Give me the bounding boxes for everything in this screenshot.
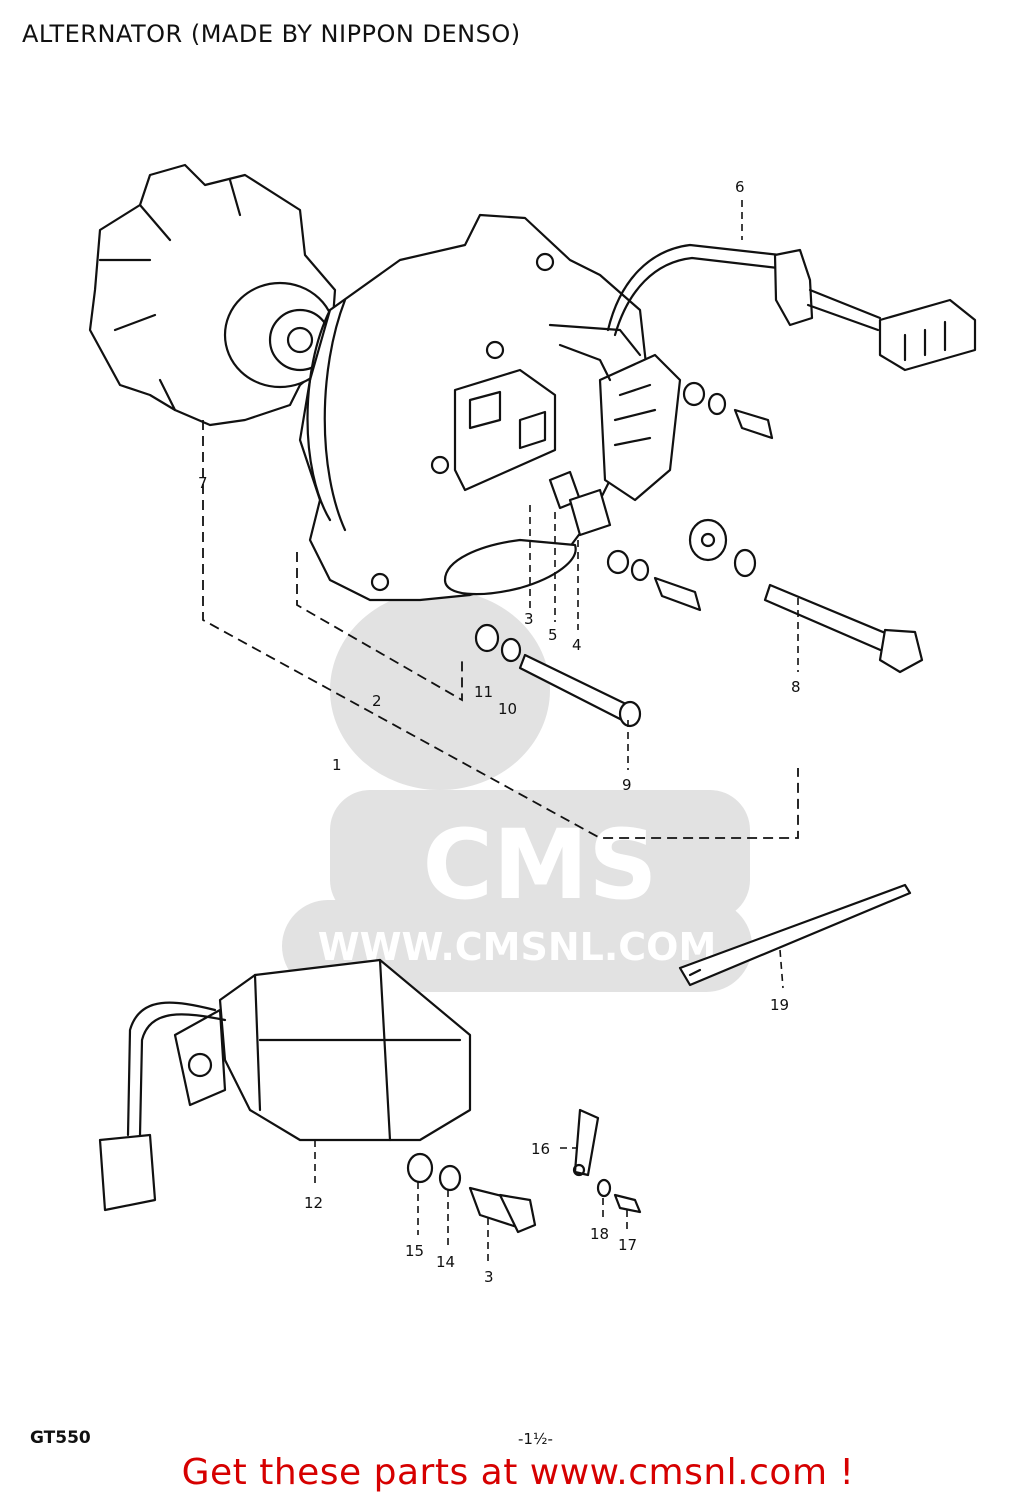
callout-18: 18 xyxy=(590,1225,609,1243)
callout-13: 3 xyxy=(484,1268,494,1286)
through-bolt-part-9 xyxy=(474,623,642,728)
callout-6: 6 xyxy=(735,178,745,196)
callout-10: 10 xyxy=(498,700,517,718)
watermark-logo: CMS xyxy=(422,809,657,921)
callout-14: 14 xyxy=(436,1253,455,1271)
callout-8: 8 xyxy=(791,678,801,696)
rotor-fan-part xyxy=(88,163,337,427)
callout-3: 3 xyxy=(524,610,534,628)
callout-15: 15 xyxy=(405,1242,424,1260)
footer-promo-text: Get these parts at www.cmsnl.com ! xyxy=(181,1452,855,1493)
tie-band-part-19 xyxy=(678,883,912,989)
clamp-screw-parts xyxy=(560,1108,642,1232)
callout-19: 19 xyxy=(770,996,789,1014)
bolt-part-8 xyxy=(763,583,924,674)
callout-1: 1 xyxy=(332,756,342,774)
model-code: GT550 xyxy=(30,1428,91,1448)
stator-housing-part xyxy=(298,213,682,602)
callout-4: 4 xyxy=(572,636,582,654)
callout-5: 5 xyxy=(548,626,558,644)
callout-11: 11 xyxy=(474,683,493,701)
mount-bolt-washers xyxy=(406,1152,537,1262)
callout-9: 9 xyxy=(622,776,632,794)
callout-7: 7 xyxy=(198,474,208,492)
callout-2: 2 xyxy=(372,692,382,710)
callout-17: 17 xyxy=(618,1236,637,1254)
watermark-url: WWW.CMSNL.COM xyxy=(318,925,717,969)
small-washers-screws xyxy=(606,381,774,612)
assembly-bracket-lines xyxy=(202,200,799,839)
page-number: -1½- xyxy=(518,1430,553,1448)
diagram-title: ALTERNATOR (MADE BY NIPPON DENSO) xyxy=(22,20,521,48)
lead-wire-coupler-part xyxy=(606,243,977,372)
cms-watermark: CMS WWW.CMSNL.COM xyxy=(282,590,752,992)
regulator-unit-part-12 xyxy=(98,958,472,1212)
callout-16: 16 xyxy=(531,1140,550,1158)
callout-12: 12 xyxy=(304,1194,323,1212)
